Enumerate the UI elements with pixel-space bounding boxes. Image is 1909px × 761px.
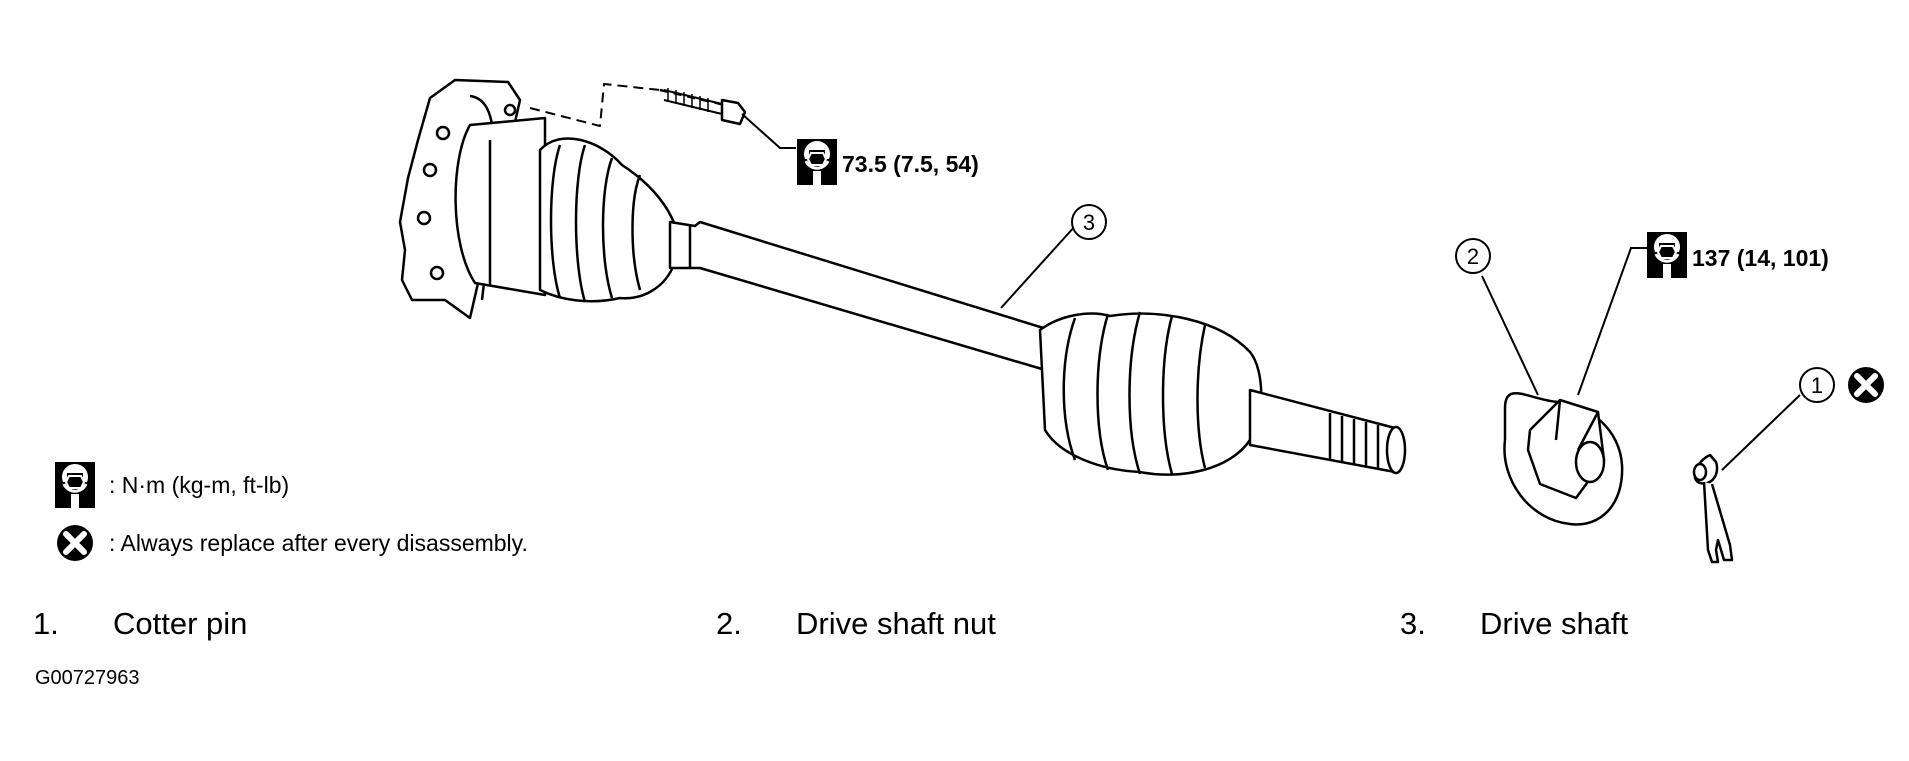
- part-number: 3.: [1400, 606, 1426, 641]
- torque-bolt-value: 73.5 (7.5, 54): [842, 151, 979, 177]
- torque-nut-value: 137 (14, 101): [1692, 245, 1829, 271]
- do-not-reuse-icon: [1848, 367, 1884, 403]
- legend-replace-label: : Always replace after every disassembly…: [109, 529, 528, 556]
- drive-shaft-nut: [1503, 391, 1624, 526]
- outer-boot: [1038, 312, 1263, 476]
- callout-2-label: 2: [1467, 244, 1479, 269]
- callout-3: 3: [1071, 204, 1107, 240]
- callout-1-label: 1: [1811, 373, 1823, 398]
- legend-replace: : Always replace after every disassembly…: [55, 523, 528, 563]
- torque-nut-icon: [1645, 230, 1689, 280]
- shaft: [668, 220, 1054, 374]
- part-name: Cotter pin: [113, 606, 248, 641]
- torque-bolt-icon: [795, 137, 839, 187]
- part-number: 2.: [716, 606, 742, 641]
- cotter-pin: [1692, 453, 1734, 564]
- legend-torque-label: : N·m (kg-m, ft-lb): [109, 471, 290, 498]
- torque-wrench-icon: [55, 462, 95, 508]
- drive-shaft-drawing: [398, 78, 1407, 476]
- callout-1: 1: [1799, 367, 1835, 403]
- callout-2: 2: [1455, 238, 1491, 274]
- part-name: Drive shaft nut: [796, 606, 996, 641]
- figure-code: G00727963: [35, 667, 140, 689]
- parts-list: 1. Cotter pin 2. Drive shaft nut 3. Driv…: [0, 606, 1909, 646]
- part-name: Drive shaft: [1480, 606, 1629, 641]
- callout-3-label: 3: [1083, 210, 1095, 235]
- spline-stub: [1248, 388, 1397, 474]
- do-not-reuse-legend-icon: [55, 523, 95, 563]
- part-number: 1.: [33, 606, 59, 641]
- legend-torque: : N·m (kg-m, ft-lb): [55, 462, 289, 508]
